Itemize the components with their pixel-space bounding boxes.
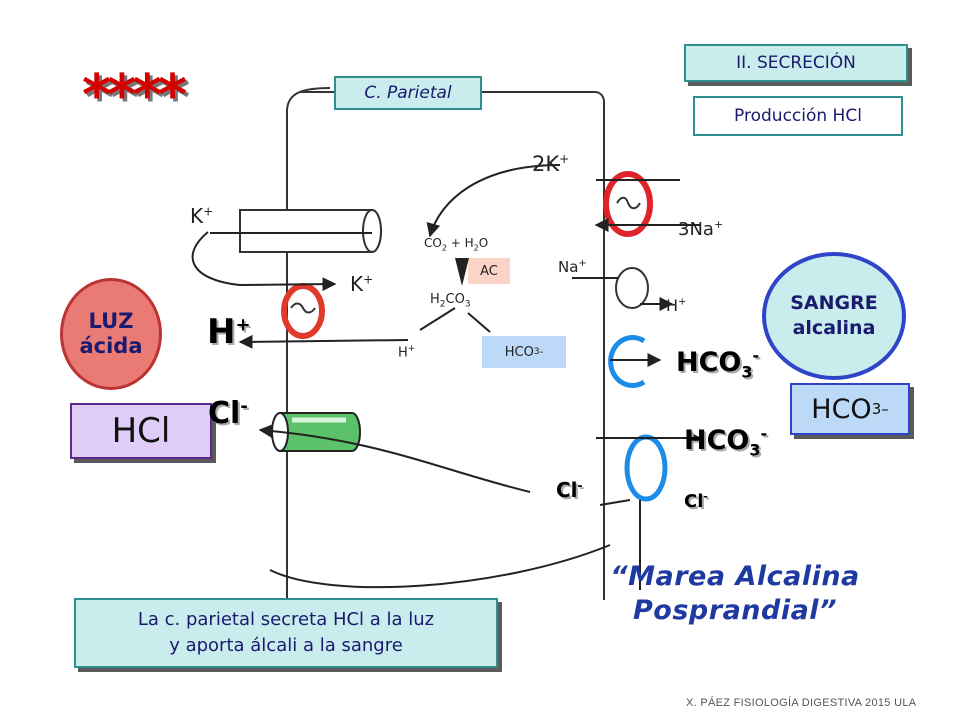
- baso-h-text: H: [666, 296, 679, 315]
- lumen-line1: LUZ: [88, 309, 134, 333]
- h-k-pump: [281, 283, 325, 339]
- subtitle-box: Producción HCl: [693, 96, 903, 136]
- blood-hco3-text: HCO: [811, 393, 872, 425]
- r-hco3-sup: -: [539, 346, 544, 358]
- apical-cl-label: Cl-: [208, 396, 248, 431]
- ac-text: AC: [480, 263, 498, 279]
- apical-h-sup: +: [235, 314, 251, 336]
- cell-label: C. Parietal: [334, 76, 482, 110]
- baso-3na: 3Na+: [678, 218, 723, 240]
- blood-hco3-sup: –: [881, 400, 889, 418]
- baso-h: H+: [666, 296, 686, 315]
- blood-hco3-sub: 3: [871, 400, 882, 418]
- baso-hco3-a-sub: 3: [741, 362, 753, 382]
- section-title-text: II. SECRECIÓN: [736, 53, 856, 73]
- subtitle-text: Producción HCl: [734, 106, 862, 126]
- baso-na: Na+: [558, 258, 587, 276]
- marea-line1: “Marea Alcalina: [610, 561, 860, 592]
- ac-enzyme: AC: [468, 258, 510, 284]
- r-hco3-sub: 3: [533, 347, 540, 357]
- baso-hco3-a-text: HCO: [676, 347, 742, 378]
- baso-hco3-a-sup: -: [752, 346, 760, 365]
- baso-cl-in-sup: -: [577, 478, 583, 493]
- cell-membrane: [286, 87, 605, 600]
- k-in-sup: +: [363, 272, 374, 287]
- hcl-box: HCl: [70, 403, 212, 459]
- k-out-sup: +: [203, 204, 214, 219]
- summary-line1: La c. parietal secreta HCl a la luz: [137, 609, 435, 630]
- k-channel: [239, 209, 382, 253]
- r-hco3-text: HCO: [504, 344, 534, 360]
- hplus-sup: +: [407, 344, 416, 354]
- apical-k-in: K+: [350, 272, 373, 296]
- lumen-line2: ácida: [79, 334, 143, 358]
- apical-k-out: K+: [190, 204, 213, 228]
- blood-circle: SANGRE alcalina: [762, 252, 906, 380]
- h2co3-b: CO: [445, 292, 465, 307]
- k-in-text: K: [350, 272, 364, 296]
- reaction-co2-h2o: CO2 + H2O: [424, 236, 488, 252]
- h2co3-sub2: 3: [464, 299, 471, 310]
- baso-cl-in: Cl-: [556, 478, 583, 502]
- h2co3-a: H: [430, 292, 440, 307]
- h2o-sub: 2: [473, 243, 479, 253]
- baso-hco3-b: HCO3-: [684, 424, 767, 459]
- baso-na-sup: +: [578, 258, 587, 269]
- apical-h-text: H: [207, 312, 236, 352]
- na-k-pump: [603, 171, 653, 237]
- baso-na-text: Na: [558, 258, 579, 276]
- baso-hco3-b-sub: 3: [749, 440, 761, 460]
- h2o-text: + H: [446, 236, 474, 250]
- summary-line2: y aporta álcali a la sangre: [169, 635, 403, 656]
- baso-cl-in-text: Cl: [556, 478, 578, 502]
- baso-cl-out-text: Cl: [684, 491, 704, 512]
- baso-2k: 2K+: [532, 152, 569, 176]
- hco3-transporter: [608, 335, 646, 388]
- baso-hco3-b-sup: -: [760, 424, 768, 443]
- ac-arrow: [455, 258, 469, 286]
- apical-cl-sup: -: [240, 396, 248, 417]
- baso-3na-text: 3Na: [678, 219, 714, 240]
- baso-2k-sup: +: [559, 152, 570, 166]
- apical-cl-text: Cl: [208, 396, 241, 431]
- h2co3-sub1: 2: [439, 299, 446, 310]
- cell-label-text: C. Parietal: [364, 83, 452, 103]
- reaction-hplus: H+: [398, 344, 415, 360]
- summary-box: La c. parietal secreta HCl a la luz y ap…: [74, 598, 498, 668]
- marea-line2: Posprandial”: [633, 595, 837, 626]
- lumen-circle: LUZ ácida: [60, 278, 162, 390]
- blood-line1: SANGRE: [790, 292, 878, 314]
- cl-hco3-exchanger: [624, 434, 668, 502]
- baso-h-sup: +: [678, 296, 687, 308]
- importance-stars: ****: [82, 63, 187, 128]
- h2o-o: O: [478, 236, 489, 250]
- blood-line2: alcalina: [792, 317, 876, 339]
- reaction-h2co3: H2CO3: [430, 292, 471, 310]
- baso-hco3-b-text: HCO: [684, 425, 750, 456]
- co2-sub: 2: [441, 243, 447, 253]
- na-h-exchanger: [615, 267, 649, 309]
- apical-h-label: H+: [207, 312, 251, 352]
- baso-cl-out-sup: -: [703, 490, 708, 503]
- section-title: II. SECRECIÓN: [684, 44, 908, 82]
- baso-3na-sup: +: [713, 218, 724, 231]
- co2-text: CO: [424, 236, 442, 250]
- k-out-text: K: [190, 204, 204, 228]
- marea-alcalina: “Marea Alcalina Posprandial”: [600, 560, 870, 628]
- baso-hco3-a: HCO3-: [676, 346, 759, 381]
- footer-credit: X. PÁEZ FISIOLOGÍA DIGESTIVA 2015 ULA: [686, 697, 917, 709]
- hcl-text: HCl: [111, 411, 171, 451]
- baso-cl-out: Cl-: [684, 490, 708, 512]
- hplus-text: H: [398, 345, 408, 361]
- baso-2k-text: 2K: [532, 152, 560, 176]
